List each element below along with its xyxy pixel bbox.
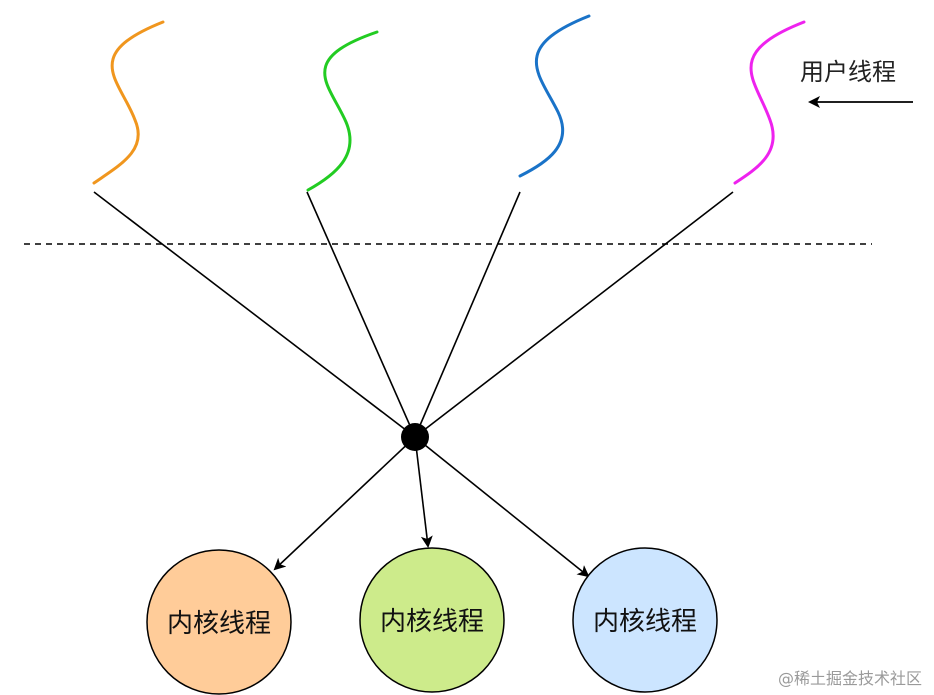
user-thread-1 — [92, 20, 165, 185]
link-user-1-hub — [93, 191, 416, 438]
kernel-thread-3-circle — [572, 547, 718, 693]
kernel-thread-1: 内核线程 — [146, 549, 292, 695]
kernel-thread-3: 内核线程 — [572, 547, 718, 693]
arrow-hub-kernel-3 — [414, 436, 590, 578]
user-threads-label: 用户线程 — [800, 58, 896, 86]
kernel-thread-2-label: 内核线程 — [380, 607, 484, 637]
link-user-3-hub — [414, 191, 521, 438]
user-thread-2 — [306, 30, 379, 192]
arrow-hub-kernel-2 — [414, 436, 433, 548]
user-thread-3 — [518, 14, 591, 178]
kernel-thread-2-circle — [359, 547, 505, 693]
user-thread-4 — [733, 20, 806, 185]
link-user-2-hub — [306, 191, 416, 438]
watermark: @稀土掘金技术社区 — [777, 669, 922, 688]
scheduler-hub — [401, 423, 429, 451]
link-user-4-hub — [414, 191, 734, 438]
kernel-thread-1-circle — [146, 549, 292, 695]
arrow-hub-kernel-1 — [273, 436, 416, 571]
kernel-thread-2: 内核线程 — [359, 547, 505, 693]
kernel-thread-3-label: 内核线程 — [593, 607, 697, 637]
kernel-thread-1-label: 内核线程 — [167, 609, 271, 639]
